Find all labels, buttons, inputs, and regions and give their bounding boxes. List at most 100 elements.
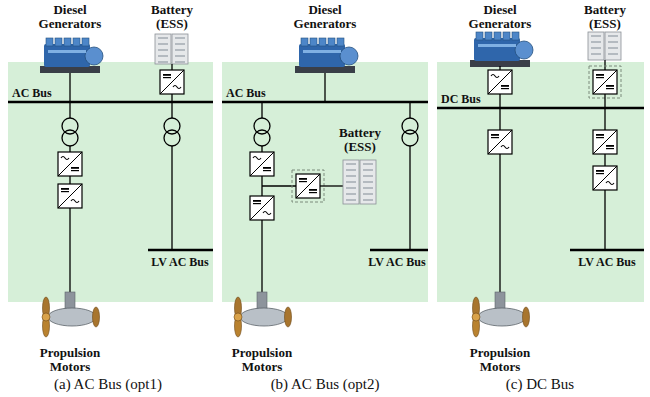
battery-module [591, 35, 601, 37]
propeller-blade [523, 307, 530, 327]
battery-module [346, 181, 356, 183]
battery-module [346, 187, 356, 189]
wire [320, 185, 343, 186]
motor-strut [257, 292, 267, 310]
propeller-hub [234, 313, 242, 321]
lv-bus-line [370, 249, 428, 252]
wire [69, 176, 70, 184]
ac-symbol [253, 157, 261, 160]
ac-symbol [71, 200, 79, 203]
dc-symbol [606, 148, 614, 149]
dc-symbol [596, 134, 604, 136]
converter-box [488, 70, 512, 94]
wire [261, 146, 262, 152]
converter-box [593, 130, 617, 154]
equipment-label-box: Propulsion Motors [216, 346, 308, 374]
generator-body [299, 44, 345, 67]
generator-body [474, 38, 520, 61]
battery-module [175, 49, 185, 51]
wire [69, 208, 70, 292]
dc-symbol [299, 178, 307, 180]
generator-cylinder [319, 38, 326, 46]
battery-module [363, 175, 373, 177]
battery-module [608, 47, 618, 49]
dc-symbol [596, 137, 604, 138]
wire [261, 220, 262, 292]
generator-flywheel [515, 41, 533, 59]
bus-label: DC Bus [441, 92, 481, 106]
generator-cylinder [46, 38, 53, 46]
propeller-hub [472, 313, 480, 321]
wire [409, 146, 410, 250]
converter-diagonal [160, 70, 184, 94]
converter-diagonal [296, 174, 320, 198]
dc-symbol [596, 77, 604, 78]
dashed-frame [589, 66, 621, 98]
equipment-name: Diesel Generators [285, 3, 365, 31]
battery-cabinet [360, 160, 376, 204]
generator-cylinder [73, 38, 80, 46]
converter-box [593, 166, 617, 190]
equipment-name: Diesel Generators [30, 3, 110, 31]
wire [604, 94, 605, 108]
battery-module [363, 193, 373, 195]
subfigure-caption: (c) DC Bus [506, 376, 574, 393]
converter-diagonal [593, 70, 617, 94]
converter-diagonal [488, 130, 512, 154]
dc-symbol [309, 189, 317, 191]
wire [261, 102, 262, 118]
dc-symbol [163, 77, 171, 78]
dc-symbol [606, 88, 614, 89]
converter-box [250, 196, 274, 220]
equipment-label-box: Battery (ESS) [574, 3, 636, 31]
generator-cylinder [512, 32, 519, 40]
equipment-label-box: Diesel Generators [285, 3, 365, 31]
battery-module [363, 187, 373, 189]
ac-symbol [173, 86, 181, 89]
generator-cylinder [301, 38, 308, 46]
dc-symbol [491, 137, 499, 138]
battery-module [346, 163, 356, 165]
generator-cylinder [503, 32, 510, 40]
converter-box [250, 152, 274, 176]
equipment-label-box: Diesel Generators [460, 3, 540, 31]
equipment-name: Propulsion Motors [216, 346, 308, 374]
battery-module [158, 55, 168, 57]
dc-symbol [263, 167, 271, 169]
generator-highlight [48, 50, 86, 53]
converter-box [58, 184, 82, 208]
equipment-label-box: Diesel Generators [30, 3, 110, 31]
generator-base [295, 66, 355, 73]
battery-module [346, 193, 356, 195]
converter-diagonal [250, 152, 274, 176]
generator-cylinder [82, 38, 89, 46]
dc-symbol [606, 85, 614, 87]
converter-diagonal [250, 196, 274, 220]
battery-module [158, 43, 168, 45]
transformer-symbol [62, 130, 78, 146]
generator-body [44, 44, 90, 67]
generator-cylinder [55, 38, 62, 46]
battery-module [591, 47, 601, 49]
bus-label: AC Bus [226, 86, 266, 100]
bus-label: LV AC Bus [151, 255, 208, 269]
ac-bus-line [8, 101, 213, 104]
dc-symbol [163, 74, 171, 76]
generator-cylinder [337, 38, 344, 46]
wire [69, 146, 70, 152]
battery-module [591, 53, 601, 55]
battery-module [158, 37, 168, 39]
battery-module [346, 199, 356, 201]
ac-symbol [606, 182, 614, 185]
converter-diagonal [593, 130, 617, 154]
dc-symbol [491, 134, 499, 136]
shaded-region [222, 62, 428, 302]
converter-diagonal [58, 184, 82, 208]
motor-strut [495, 292, 505, 310]
battery-module [158, 49, 168, 51]
wire [499, 94, 500, 108]
equipment-label-box: Propulsion Motors [24, 346, 116, 374]
dc-symbol [596, 170, 604, 172]
wire [604, 154, 605, 166]
transformer-symbol [254, 130, 270, 146]
